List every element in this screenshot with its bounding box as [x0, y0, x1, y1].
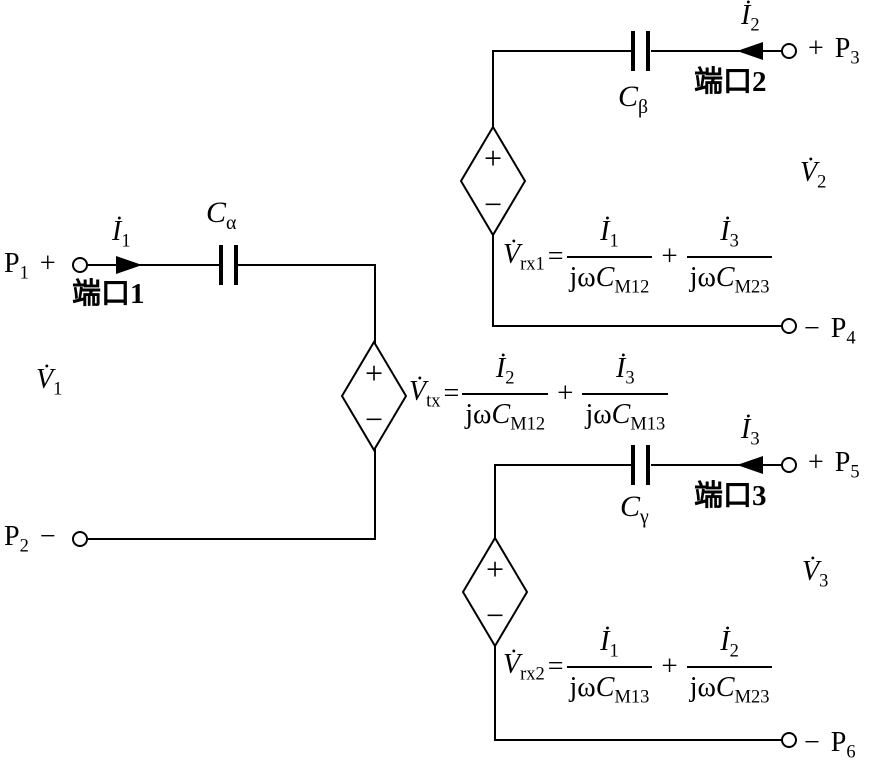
capacitor-c-gamma-plate	[646, 445, 650, 485]
wire	[238, 264, 376, 266]
port3-name-label: 端口3	[694, 480, 767, 512]
equals-sign: =	[547, 650, 564, 682]
capacitor-c-beta-label: Cβ	[618, 80, 649, 118]
fraction: İ1 jωCM12	[566, 214, 653, 298]
formula-vrx2-lhs: V̇rx2	[503, 648, 545, 684]
fraction: İ2 jωCM12	[462, 351, 549, 435]
current-i2-arrow-icon	[737, 42, 763, 60]
wire	[88, 538, 376, 540]
current-i1-arrow-icon	[116, 256, 142, 274]
current-i1-label: İ1	[112, 216, 131, 251]
wire	[374, 264, 376, 344]
capacitor-c-gamma-plate	[631, 445, 635, 485]
voltage-v1-label: V̇1	[36, 364, 63, 399]
source-vrx1-minus-sign: −	[483, 186, 503, 222]
plus-operator: +	[661, 240, 678, 273]
terminal-p5-icon	[781, 457, 797, 473]
source-vrx2-plus-sign: +	[485, 551, 505, 587]
fraction: İ3 jωCM13	[582, 351, 669, 435]
formula-vrx1-lhs: V̇rx1	[503, 238, 545, 274]
terminal-p1-icon	[72, 257, 88, 273]
wire	[494, 50, 631, 52]
wire	[496, 464, 631, 466]
wire	[374, 449, 376, 540]
terminal-p1-label: P1+	[4, 248, 56, 283]
dependent-source-vrx2-icon	[461, 536, 529, 648]
source-vrx1-plus-sign: +	[483, 140, 503, 176]
capacitor-c-gamma-label: Cγ	[620, 490, 649, 528]
wire	[492, 234, 494, 327]
dependent-source-vtx-icon	[340, 340, 408, 452]
source-vtx-minus-sign: −	[364, 401, 384, 437]
voltage-v2-label: V̇2	[800, 157, 827, 192]
voltage-v3-label: V̇3	[802, 556, 829, 591]
terminal-p3-icon	[781, 43, 797, 59]
wire	[494, 464, 496, 538]
terminal-p3-label: +P3	[808, 33, 860, 68]
wire	[88, 264, 219, 266]
equals-sign: =	[547, 240, 564, 272]
terminal-p2-label: P2−	[4, 521, 56, 556]
terminal-p6-icon	[781, 732, 797, 748]
terminal-p2-icon	[72, 531, 88, 547]
fraction: İ2 jωCM23	[686, 624, 773, 708]
current-i3-label: İ3	[741, 414, 760, 449]
wire	[494, 645, 496, 741]
capacitor-c-beta-plate	[646, 31, 650, 71]
terminal-p5-label: +P5	[808, 447, 860, 482]
wire	[496, 739, 782, 741]
formula-vtx-lhs: V̇tx	[409, 375, 441, 411]
capacitor-c-alpha-label: Cα	[206, 196, 237, 234]
wire	[494, 325, 782, 327]
terminal-p4-label: −P4	[804, 313, 856, 348]
wire	[492, 50, 494, 127]
port1-name-label: 端口1	[72, 278, 145, 310]
formula-vrx1: V̇rx1 = İ1 jωCM12 + İ3 jωCM23	[503, 214, 773, 298]
wire	[651, 50, 782, 52]
plus-operator: +	[661, 650, 678, 683]
terminal-p4-icon	[781, 318, 797, 334]
capacitor-c-beta-plate	[631, 31, 635, 71]
equals-sign: =	[443, 377, 460, 409]
fraction: İ3 jωCM23	[686, 214, 773, 298]
port2-name-label: 端口2	[694, 66, 767, 98]
formula-vtx: V̇tx = İ2 jωCM12 + İ3 jωCM13	[409, 351, 669, 435]
capacitor-c-alpha-plate	[219, 245, 223, 285]
terminal-p6-label: −P6	[804, 727, 856, 762]
plus-operator: +	[557, 377, 574, 410]
fraction: İ1 jωCM13	[566, 624, 653, 708]
source-vrx2-minus-sign: −	[485, 597, 505, 633]
formula-vrx2: V̇rx2 = İ1 jωCM13 + İ2 jωCM23	[503, 624, 773, 708]
wire	[651, 464, 782, 466]
current-i2-label: İ2	[741, 0, 760, 35]
source-vtx-plus-sign: +	[364, 355, 384, 391]
current-i3-arrow-icon	[737, 456, 763, 474]
capacitor-c-alpha-plate	[234, 245, 238, 285]
dependent-source-vrx1-icon	[459, 125, 527, 237]
